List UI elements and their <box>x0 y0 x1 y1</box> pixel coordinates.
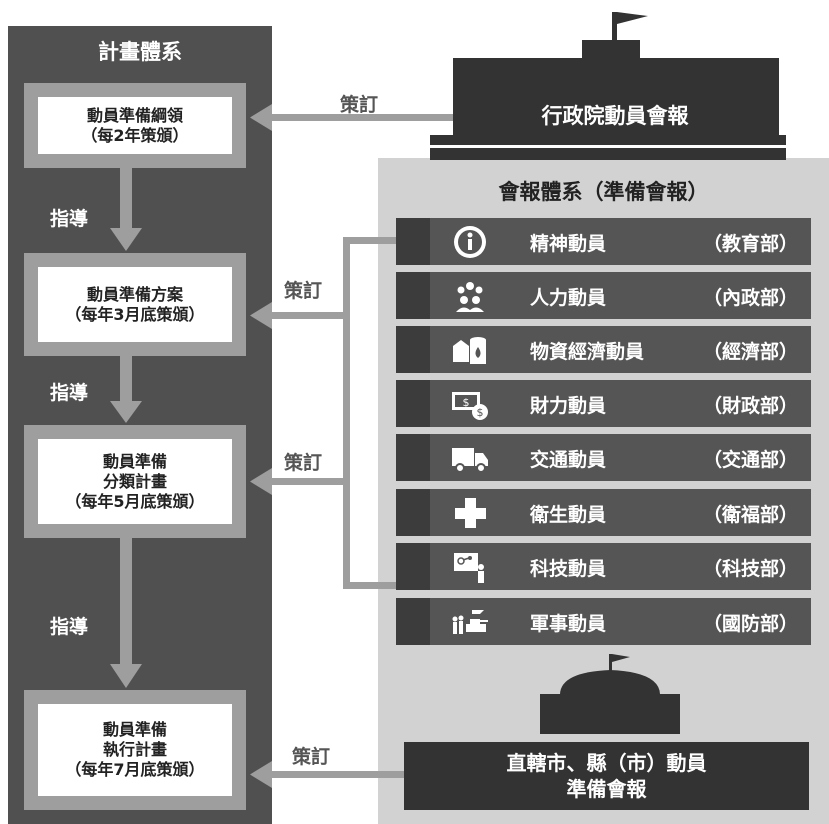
row-tab <box>396 598 430 645</box>
draft-arrow <box>250 468 346 495</box>
report-row-financial: $ $ 財力動員 （財政部） <box>396 380 811 427</box>
report-row-military: 軍事動員 （國防部） <box>396 598 811 645</box>
row-tab <box>396 489 430 536</box>
guide-arrow <box>110 538 142 688</box>
row-tab <box>396 434 430 481</box>
military-icon <box>452 610 488 634</box>
local-council-box: 直轄市、縣（市）動員 準備會報 <box>404 742 809 810</box>
plan-box-line: 分類計畫 <box>102 471 167 491</box>
row-tab <box>396 272 430 319</box>
row-agency: （衛福部） <box>702 504 798 526</box>
draft-label: 策訂 <box>340 94 379 116</box>
report-row-technology: 科技動員 （科技部） <box>396 543 811 590</box>
plan-box-line: 動員準備綱領 <box>86 105 183 125</box>
plan-box-line: 執行計畫 <box>102 740 167 759</box>
plan-box-category-plan: 動員準備 分類計畫 （每年5月底策頒） <box>24 425 246 538</box>
materials-icon <box>453 337 486 364</box>
people-icon <box>456 282 484 312</box>
local-council-line: 直轄市、縣（市）動員 <box>506 751 707 775</box>
guide-arrow <box>110 168 142 251</box>
report-row-material-economic: 物資經濟動員 （經濟部） <box>396 326 811 373</box>
row-tab <box>396 326 430 373</box>
report-system-title: 會報體系（準備會報） <box>498 180 709 204</box>
svg-text:$: $ <box>477 406 484 419</box>
draft-label: 策訂 <box>284 452 323 474</box>
row-agency: （教育部） <box>702 233 798 255</box>
guide-label: 指導 <box>50 208 89 230</box>
guide-label: 指導 <box>50 616 89 638</box>
plan-box-line: （每年3月底策頒） <box>65 304 205 324</box>
row-name: 科技動員 <box>530 558 607 580</box>
draft-arrow <box>250 761 404 788</box>
plan-box-program: 動員準備方案 （每年3月底策頒） <box>24 253 246 356</box>
report-row-spiritual: 精神動員 （教育部） <box>396 218 811 265</box>
medical-cross-icon <box>455 498 486 528</box>
row-tab <box>396 380 430 427</box>
plan-box-line: （每年7月底策頒） <box>65 760 205 779</box>
draft-label: 策訂 <box>292 746 331 768</box>
draft-label: 策訂 <box>284 280 323 302</box>
row-name: 交通動員 <box>530 449 607 471</box>
executive-building-icon <box>430 12 786 160</box>
row-name: 衛生動員 <box>530 504 607 526</box>
report-row-manpower: 人力動員 （內政部） <box>396 272 811 319</box>
guide-label: 指導 <box>50 382 89 404</box>
plan-box-line: 動員準備 <box>102 720 167 739</box>
info-icon <box>454 226 486 258</box>
money-icon: $ $ <box>452 392 488 420</box>
report-row-health: 衛生動員 （衛福部） <box>396 489 811 536</box>
row-agency: （國防部） <box>702 613 798 635</box>
row-agency: （科技部） <box>702 558 798 580</box>
local-council-line: 準備會報 <box>566 777 647 801</box>
row-agency: （交通部） <box>702 449 798 471</box>
row-agency: （經濟部） <box>702 341 798 363</box>
truck-icon <box>452 448 488 473</box>
science-presenter-icon <box>454 553 484 583</box>
plan-box-line: （每2年策頒） <box>81 125 189 145</box>
plan-box-line: （每年5月底策頒） <box>65 491 205 511</box>
svg-text:$: $ <box>463 396 470 409</box>
row-name: 人力動員 <box>530 287 607 309</box>
row-agency: （內政部） <box>702 287 798 309</box>
row-tab <box>396 218 430 265</box>
draft-arrow <box>250 104 453 131</box>
local-building-icon <box>540 654 680 734</box>
draft-arrow <box>250 302 346 329</box>
row-agency: （財政部） <box>702 395 798 417</box>
executive-council-title: 行政院動員會報 <box>541 104 689 128</box>
plan-box-line: 動員準備 <box>102 451 167 471</box>
plan-box-execution-plan: 動員準備 執行計畫 （每年7月底策頒） <box>24 690 246 810</box>
row-name: 物資經濟動員 <box>530 341 645 363</box>
plan-box-line: 動員準備方案 <box>86 284 183 304</box>
row-name: 精神動員 <box>530 233 607 255</box>
report-row-transport: 交通動員 （交通部） <box>396 434 811 481</box>
guide-arrow <box>110 356 142 423</box>
plan-box-guideline: 動員準備綱領 （每2年策頒） <box>24 83 246 168</box>
plan-system-title: 計畫體系 <box>98 40 182 64</box>
row-name: 軍事動員 <box>530 613 607 635</box>
row-name: 財力動員 <box>530 395 607 417</box>
report-bracket <box>343 237 396 589</box>
row-tab <box>396 543 430 590</box>
